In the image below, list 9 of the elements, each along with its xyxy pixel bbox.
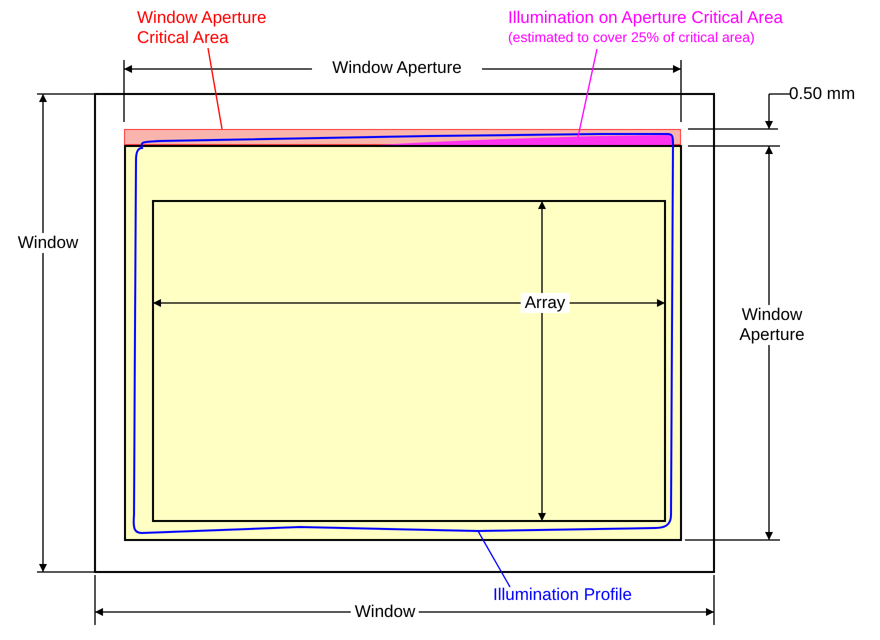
leader-line [577,48,598,138]
leader-line [477,530,511,588]
callout-label: Illumination on Aperture Critical Area [508,8,783,28]
callout-label: Illumination Profile [493,585,632,605]
callout-label: Window Aperture Critical Area [137,8,287,48]
callout-note: (estimated to cover 25% of critical area) [508,28,756,46]
dimension-label: 0.50 mm [789,84,856,104]
leader-line [207,48,223,130]
dimension-label: Array [520,293,570,313]
